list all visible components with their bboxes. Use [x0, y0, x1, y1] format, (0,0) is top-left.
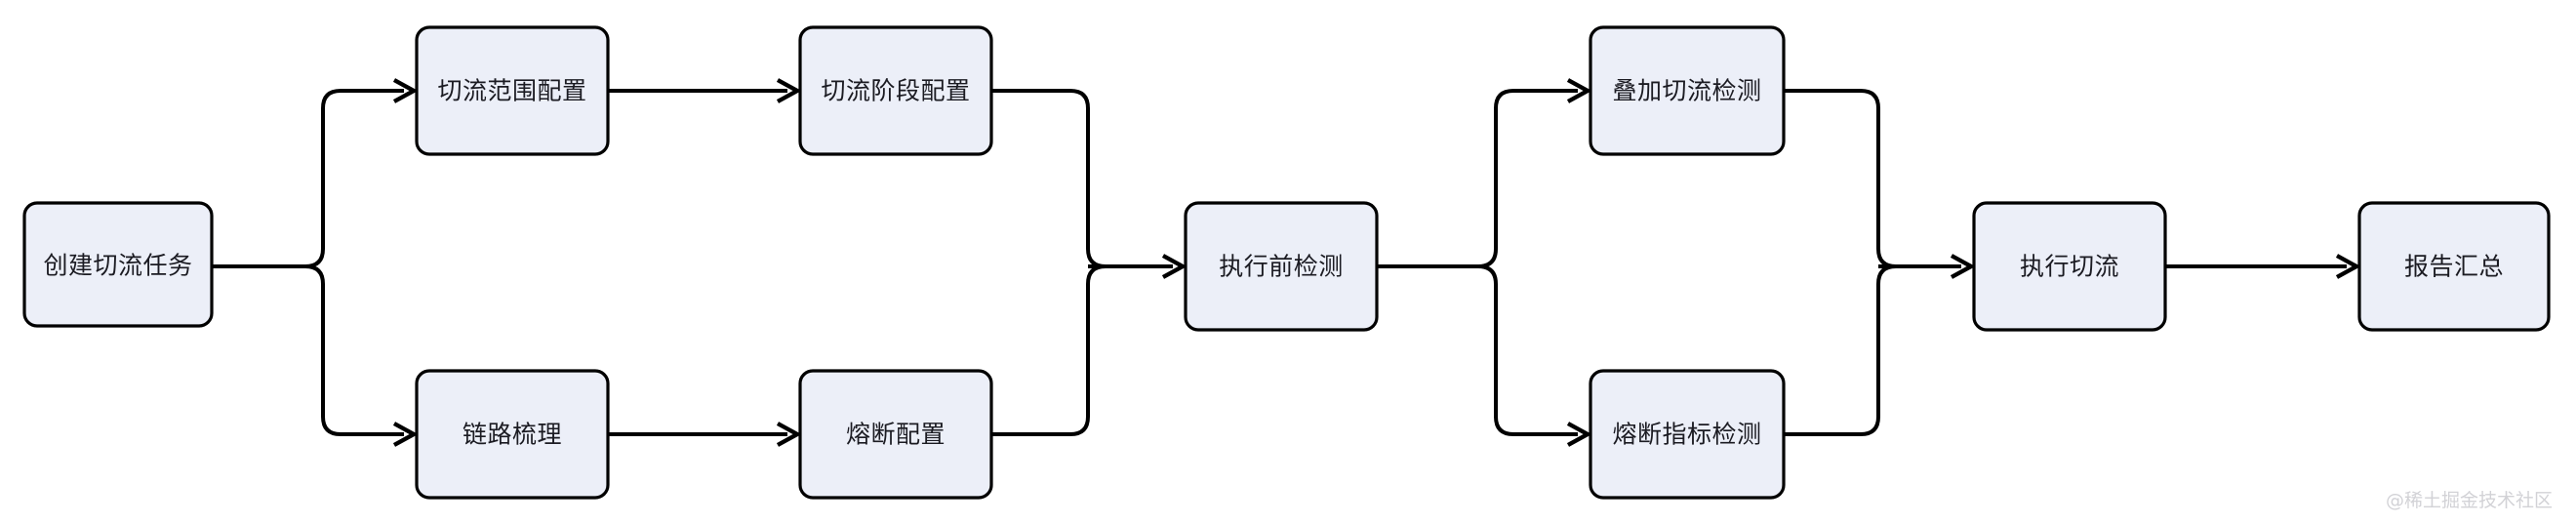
node-layer: 创建切流任务 切流范围配置 切流阶段配置 链路梳理 熔断配置 执行前检测 [22, 25, 2551, 500]
node-pre-exec-check[interactable]: 执行前检测 [1184, 201, 1379, 332]
arrow-head-stage-config [776, 78, 802, 103]
edge-overlay-to-merge [1784, 89, 1897, 268]
node-overlay-check[interactable]: 叠加切流检测 [1589, 25, 1786, 156]
node-pre-exec-check-label: 执行前检测 [1219, 253, 1344, 281]
node-scope-config-box[interactable] [415, 25, 610, 156]
arrow-head-fuse-metric-check [1566, 422, 1592, 447]
node-execute-switch-label: 执行切流 [2020, 253, 2119, 281]
node-report-summary[interactable]: 报告汇总 [2357, 201, 2551, 332]
node-stage-config[interactable]: 切流阶段配置 [798, 25, 993, 156]
arrow-head-pre-exec-check [1161, 254, 1187, 279]
node-scope-config-label: 切流范围配置 [437, 77, 586, 105]
node-stage-config-label: 切流阶段配置 [821, 77, 970, 105]
edge-split-to-fuse-metric-check [1477, 264, 1578, 436]
edge-fuse-to-merge [991, 264, 1107, 436]
arrow-head-report-summary [2335, 254, 2361, 279]
edge-layer [212, 78, 2361, 447]
edge-split-to-link-combing [304, 264, 404, 436]
node-link-combing-box[interactable] [415, 369, 610, 500]
node-execute-switch-box[interactable] [1972, 201, 2167, 332]
arrow-head-link-combing [392, 422, 419, 447]
node-report-summary-label: 报告汇总 [2404, 253, 2504, 281]
node-fuse-metric-check-label: 熔断指标检测 [1612, 421, 1761, 449]
node-fuse-metric-check[interactable]: 熔断指标检测 [1589, 369, 1786, 500]
node-report-summary-box[interactable] [2357, 201, 2551, 332]
edge-split-to-overlay-check [1477, 89, 1578, 268]
node-pre-exec-check-box[interactable] [1184, 201, 1379, 332]
node-create-task[interactable]: 创建切流任务 [22, 201, 214, 328]
edge-split-to-scope-config [304, 89, 404, 268]
node-fuse-config-box[interactable] [798, 369, 993, 500]
node-execute-switch[interactable]: 执行切流 [1972, 201, 2167, 332]
arrow-head-execute-switch [1950, 254, 1976, 279]
node-fuse-config-label: 熔断配置 [846, 421, 946, 449]
arrow-head-scope-config [392, 78, 419, 103]
watermark-label: @稀土掘金技术社区 [2386, 490, 2553, 511]
node-fuse-config[interactable]: 熔断配置 [798, 369, 993, 500]
node-create-task-label: 创建切流任务 [43, 252, 192, 280]
node-create-task-box[interactable] [22, 201, 214, 328]
node-overlay-check-box[interactable] [1589, 25, 1786, 156]
arrow-head-fuse-config [776, 422, 802, 447]
edge-fuse-metric-to-merge [1784, 264, 1897, 436]
node-scope-config[interactable]: 切流范围配置 [415, 25, 610, 156]
arrow-head-overlay-check [1566, 78, 1592, 103]
node-link-combing-label: 链路梳理 [463, 421, 562, 449]
node-fuse-metric-check-box[interactable] [1589, 369, 1786, 500]
node-link-combing[interactable]: 链路梳理 [415, 369, 610, 500]
edge-stage-to-merge [991, 89, 1107, 268]
node-overlay-check-label: 叠加切流检测 [1612, 77, 1761, 105]
node-stage-config-box[interactable] [798, 25, 993, 156]
